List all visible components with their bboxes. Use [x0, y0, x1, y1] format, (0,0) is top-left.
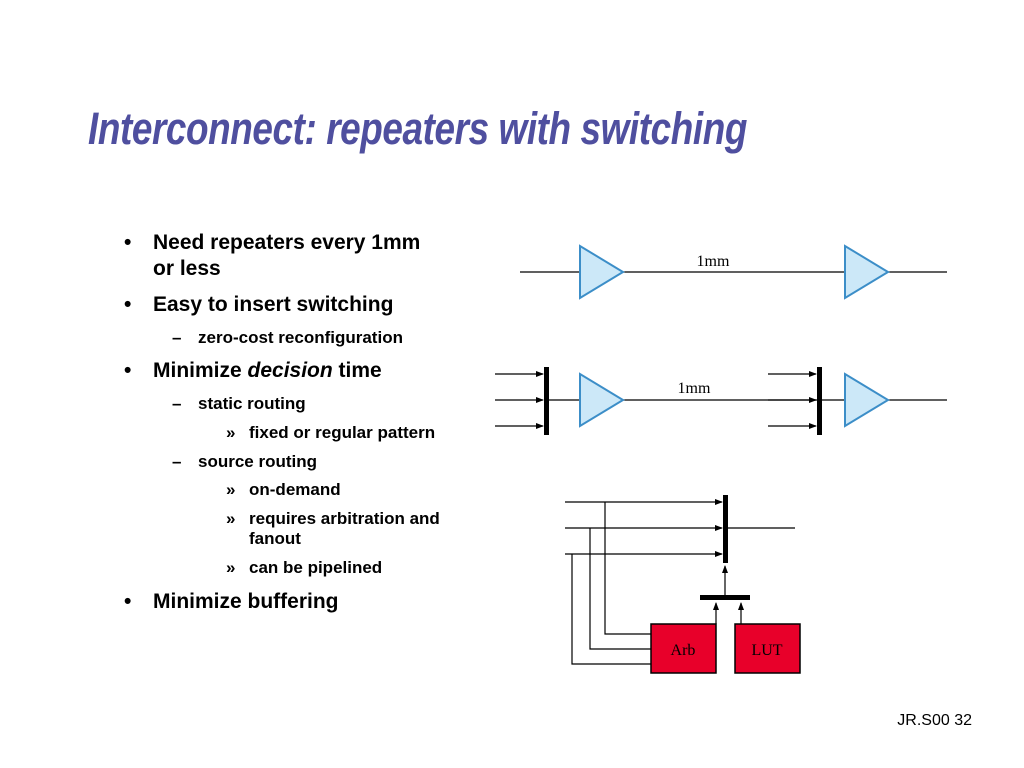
sub-bullet-marker: – — [172, 452, 182, 471]
bullet-decision-emphasis: decision — [247, 359, 333, 382]
repeater-chain-plain: 1mm — [520, 244, 947, 300]
switch-control-circuit: Arb LUT — [565, 495, 801, 674]
sub-sub-bullet-fixed-pattern: fixed or regular pattern — [249, 423, 436, 442]
control-bar — [700, 595, 750, 600]
tap-wire — [589, 528, 651, 650]
sub-sub-bullet-on-demand: on-demand — [249, 480, 341, 499]
switch-bar — [723, 495, 728, 563]
sub-bullet-marker: – — [172, 328, 182, 347]
sub-bullet-source-routing: source routing — [198, 452, 318, 471]
repeater-chain-switched: 1mm — [495, 367, 947, 435]
lut-label: LUT — [751, 642, 782, 659]
bullet-decision-suffix: time — [332, 359, 382, 382]
distance-label: 1mm — [678, 380, 711, 397]
slide-title: Interconnect: repeaters with switching — [88, 103, 747, 154]
sub-sub-bullet-marker: » — [226, 423, 236, 442]
tap-wire — [571, 554, 651, 665]
sub-sub-bullet-marker: » — [226, 480, 236, 499]
bullet-buffering: Minimize buffering — [153, 590, 339, 613]
repeater-triangle-icon — [844, 244, 890, 300]
arbiter-label: Arb — [671, 642, 696, 659]
repeater-triangle-icon — [844, 372, 890, 428]
bullet-marker: • — [124, 359, 132, 382]
switch-bar — [544, 367, 549, 435]
sub-bullet-marker: – — [172, 394, 182, 413]
repeater-triangle-icon — [579, 244, 625, 300]
sub-sub-bullet-pipelined: can be pipelined — [249, 558, 383, 577]
bullet-marker: • — [124, 293, 132, 316]
tap-wire — [604, 502, 651, 635]
bullet-repeaters-line2: or less — [153, 257, 221, 280]
slide-footer: JR.S00 32 — [897, 712, 972, 729]
sub-bullet-static-routing: static routing — [198, 394, 306, 413]
arbiter-box — [650, 623, 717, 674]
switch-bar — [817, 367, 822, 435]
bullet-decision-prefix: Minimize — [153, 359, 248, 382]
sub-sub-bullet-arbitration-line2: fanout — [249, 529, 301, 548]
bullet-marker: • — [124, 231, 132, 254]
sub-sub-bullet-arbitration-line1: requires arbitration and — [249, 509, 440, 528]
sub-sub-bullet-marker: » — [226, 509, 236, 528]
bullet-list: • Need repeaters every 1mm or less • Eas… — [0, 0, 520, 640]
sub-sub-bullet-marker: » — [226, 558, 236, 577]
distance-label: 1mm — [697, 253, 730, 270]
repeater-triangle-icon — [579, 372, 625, 428]
bullet-switching: Easy to insert switching — [153, 293, 394, 316]
lut-box — [734, 623, 801, 674]
bullet-marker: • — [124, 590, 132, 613]
bullet-decision-time: Minimize decision time — [153, 358, 382, 384]
sub-bullet-zero-cost: zero-cost reconfiguration — [198, 328, 403, 347]
bullet-repeaters-line1: Need repeaters every 1mm — [153, 231, 421, 254]
